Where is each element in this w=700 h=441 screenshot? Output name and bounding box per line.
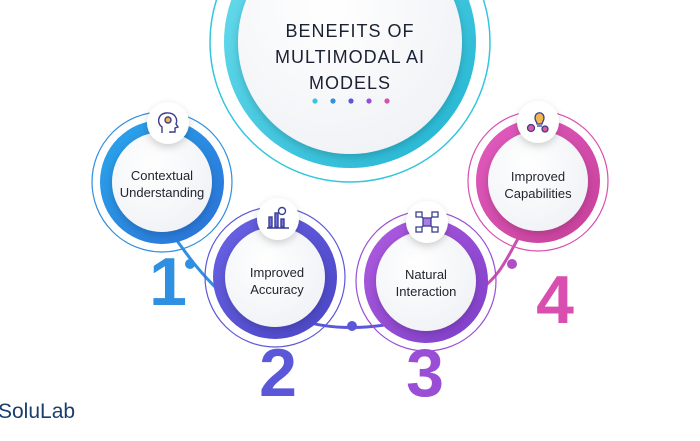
- benefit-label-4-line-1: Improved: [510, 169, 566, 184]
- benefit-label-2-line-1: Improved: [249, 265, 305, 280]
- title-line-2: MULTIMODAL AI: [274, 47, 426, 67]
- benefit-label-2: Improved Accuracy: [217, 264, 337, 298]
- benefit-label-3-line-2: Interaction: [395, 284, 457, 299]
- accuracy-chart-icon: [267, 206, 289, 229]
- benefit-number-1: 1: [149, 244, 187, 320]
- benefit-label-4: Improved Capabilities: [478, 168, 598, 202]
- title-circle: [209, 0, 491, 183]
- benefit-label-1: Contextual Understanding: [102, 167, 222, 201]
- connector-dot: [347, 321, 357, 331]
- network-icon: [415, 211, 439, 233]
- benefit-circle-4: [467, 101, 609, 252]
- connector-dot: [507, 259, 517, 269]
- title-line-1: BENEFITS OF: [285, 21, 415, 41]
- benefit-number-2: 2: [259, 335, 297, 411]
- connector-dot: [185, 259, 195, 269]
- title-dot: [366, 98, 372, 104]
- benefit-label-1-line-2: Understanding: [119, 185, 205, 200]
- benefit-label-1-line-1: Contextual: [130, 168, 194, 183]
- benefit-number-3: 3: [406, 335, 444, 411]
- benefit-circle-1: [91, 102, 233, 253]
- benefit-label-3: Natural Interaction: [366, 266, 486, 300]
- title-inner: [238, 0, 462, 154]
- title-dot: [312, 98, 318, 104]
- benefit-label-3-line-1: Natural: [405, 267, 447, 282]
- title-dot: [330, 98, 336, 104]
- ai-head-icon: [157, 112, 180, 133]
- brand-logo-text: SoluLab: [0, 400, 76, 423]
- benefit-number-4: 4: [536, 262, 574, 338]
- benefit-circle-2: [204, 198, 346, 348]
- title-line-3: MODELS: [308, 73, 392, 93]
- diagram-title: BENEFITS OF MULTIMODAL AI MODELS: [250, 18, 450, 96]
- gears-bulb-icon: [526, 112, 549, 133]
- benefit-label-2-line-2: Accuracy: [250, 282, 304, 297]
- title-dot: [348, 98, 354, 104]
- benefit-label-4-line-2: Capabilities: [504, 186, 572, 201]
- title-dot: [384, 98, 390, 104]
- title-outer-ring: [209, 0, 491, 183]
